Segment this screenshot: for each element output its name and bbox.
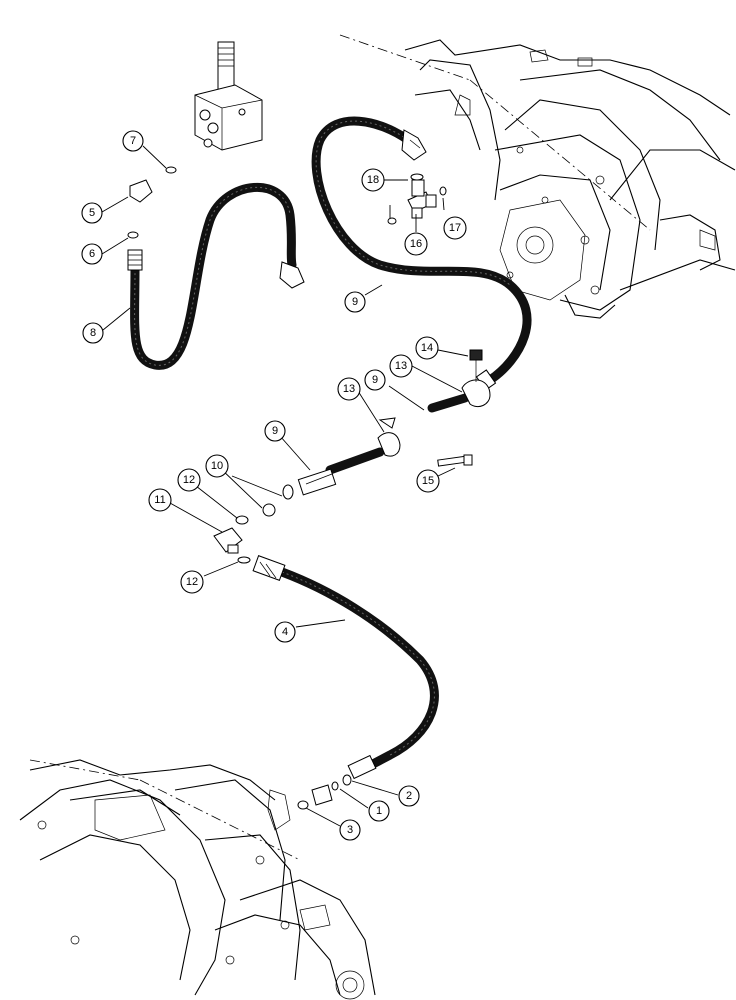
svg-text:5: 5 xyxy=(89,207,95,219)
callout-11: 11 xyxy=(148,488,172,512)
svg-text:12: 12 xyxy=(186,576,198,588)
callout-15: 15 xyxy=(416,469,440,493)
callout-13: 13 xyxy=(389,354,413,378)
svg-text:7: 7 xyxy=(130,135,136,147)
callout-9: 9 xyxy=(264,420,286,442)
lower-axle-housing xyxy=(19,759,376,1000)
callout-13: 13 xyxy=(337,377,361,401)
svg-text:17: 17 xyxy=(449,222,461,234)
svg-text:11: 11 xyxy=(154,494,165,506)
callout-12: 12 xyxy=(180,570,204,594)
callout-16: 16 xyxy=(404,232,428,256)
callout-9: 9 xyxy=(364,369,386,391)
upper-axle-housing xyxy=(339,34,736,319)
svg-text:9: 9 xyxy=(272,425,278,437)
svg-text:13: 13 xyxy=(343,383,355,395)
tee-fitting xyxy=(387,173,447,225)
callout-14: 14 xyxy=(415,336,439,360)
svg-text:15: 15 xyxy=(422,475,434,487)
svg-text:14: 14 xyxy=(421,342,433,354)
callout-10: 10 xyxy=(205,454,229,478)
svg-text:4: 4 xyxy=(282,626,288,638)
callout-7: 7 xyxy=(122,130,144,152)
svg-text:8: 8 xyxy=(90,327,96,339)
callout-1: 1 xyxy=(368,800,390,822)
steering-valve xyxy=(194,41,263,151)
hose-4 xyxy=(252,555,439,780)
svg-text:12: 12 xyxy=(183,474,195,486)
svg-text:9: 9 xyxy=(352,296,358,308)
svg-text:1: 1 xyxy=(376,805,382,817)
lower-fittings xyxy=(297,774,352,810)
orings-upper-left xyxy=(127,166,177,239)
clamp-assembly xyxy=(235,349,491,525)
hose-8 xyxy=(127,183,305,370)
leader-lines xyxy=(101,145,469,827)
svg-text:13: 13 xyxy=(395,360,407,372)
callout-12: 12 xyxy=(177,468,201,492)
callout-3: 3 xyxy=(339,819,361,841)
hose-9-upper xyxy=(311,116,532,391)
callout-18: 18 xyxy=(361,168,385,192)
callout-2: 2 xyxy=(398,785,420,807)
callout-6: 6 xyxy=(81,243,103,265)
callout-8: 8 xyxy=(82,322,104,344)
svg-text:18: 18 xyxy=(367,174,379,186)
svg-text:10: 10 xyxy=(211,460,223,472)
svg-text:16: 16 xyxy=(410,238,422,250)
svg-text:2: 2 xyxy=(406,790,412,802)
callout-5: 5 xyxy=(81,202,103,224)
callout-9: 9 xyxy=(344,291,366,313)
callouts: 7 5 6 8 18 16 17 9 14 13 9 13 9 15 10 12… xyxy=(81,130,467,841)
callout-17: 17 xyxy=(443,216,467,240)
callout-4: 4 xyxy=(274,621,296,643)
svg-text:3: 3 xyxy=(347,824,353,836)
svg-text:9: 9 xyxy=(372,374,378,386)
elbow-fitting-11 xyxy=(213,527,251,564)
svg-text:6: 6 xyxy=(89,248,95,260)
